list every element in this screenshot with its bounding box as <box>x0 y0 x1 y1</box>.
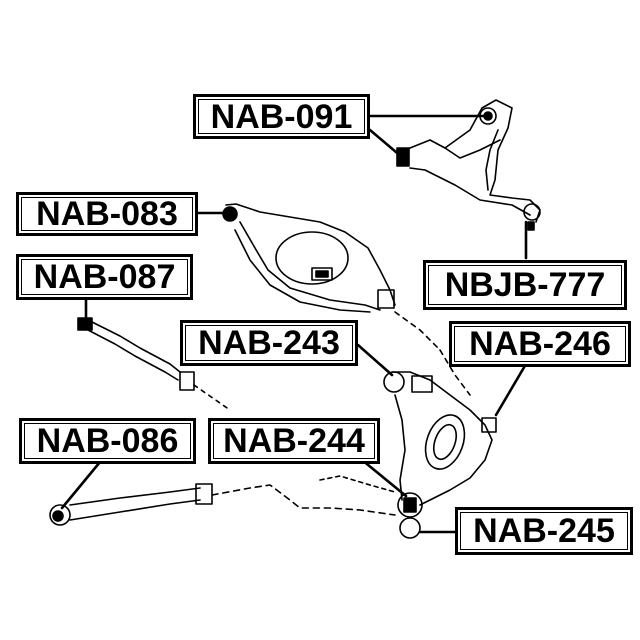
part-label-nbjb-777[interactable]: NBJB-777 <box>423 260 627 310</box>
part-label-nab-087[interactable]: NAB-087 <box>16 254 193 300</box>
part-label-nab-246[interactable]: NAB-246 <box>449 321 631 367</box>
part-label-nab-086[interactable]: NAB-086 <box>19 418 196 464</box>
part-label-nab-243[interactable]: NAB-243 <box>180 320 358 366</box>
upper-control-arm <box>396 99 541 231</box>
knuckle <box>383 349 497 539</box>
lateral-link <box>49 475 396 526</box>
part-label-nab-083[interactable]: NAB-083 <box>16 192 198 236</box>
toe-link <box>77 317 231 411</box>
part-label-nab-244[interactable]: NAB-244 <box>208 418 380 464</box>
lower-control-arm <box>222 203 441 351</box>
part-label-nab-091[interactable]: NAB-091 <box>193 94 370 139</box>
leader-lines <box>60 114 528 534</box>
part-label-nab-245[interactable]: NAB-245 <box>455 507 633 555</box>
